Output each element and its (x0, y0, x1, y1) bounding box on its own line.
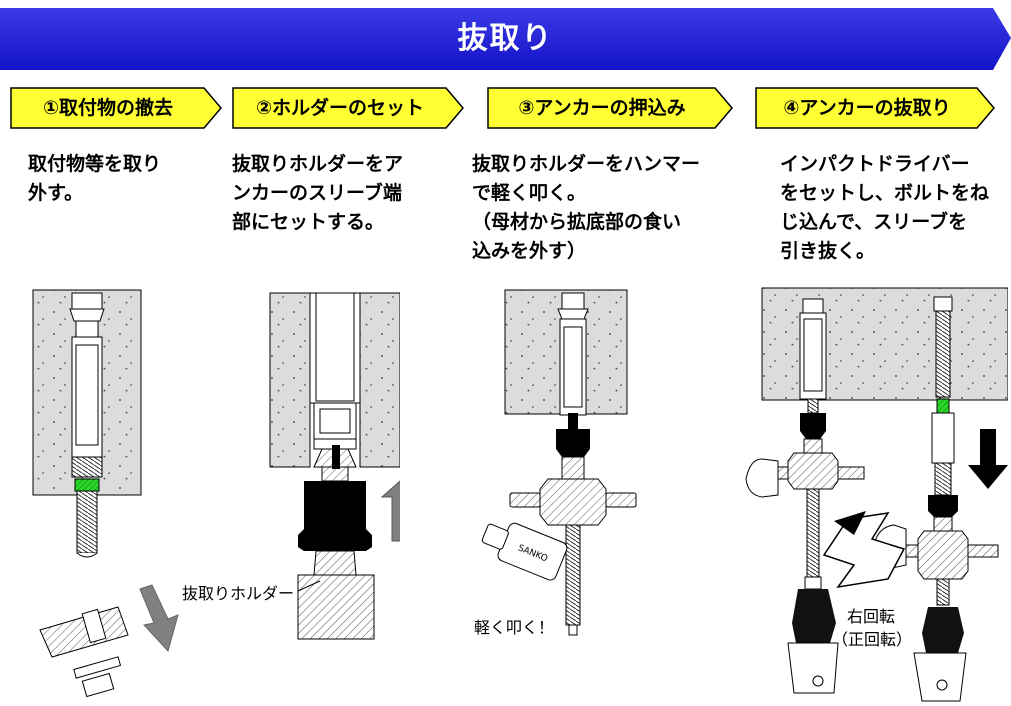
step-tag-2: ②ホルダーのセット (232, 86, 464, 130)
desc-line: 部にセットする。 (232, 211, 385, 233)
leader-line (297, 580, 321, 592)
desc-line: 外す。 (28, 182, 84, 204)
desc-line: インパクトドライバー (780, 153, 970, 175)
step-desc-3: 抜取りホルダーをハンマー で軽く叩く。 （母材から拡底部の食い 込みを外す） (472, 150, 700, 266)
desc-line: で軽く叩く。 (472, 182, 587, 204)
desc-line: じ込んで、スリーブを (780, 211, 968, 233)
down-arrow-icon (139, 584, 179, 652)
illustration-step2 (269, 292, 400, 640)
exposed-bolt (76, 490, 98, 558)
desc-line: 引き抜く。 (780, 240, 876, 262)
up-arrow-icon (380, 480, 400, 542)
title-banner: 抜取り (0, 0, 1011, 80)
illustration-step1 (32, 289, 179, 698)
rotate-label-2: （正回転） (832, 630, 913, 649)
removed-fixture (39, 606, 129, 698)
rotate-label-1: 右回転 (847, 607, 896, 626)
rotate-arrow-icon (822, 511, 906, 589)
anchor-sleeve-left (761, 298, 865, 694)
concrete-block-left (269, 292, 311, 468)
illustration-step4 (745, 287, 1008, 702)
anchor-sleeve (557, 292, 589, 416)
t-handle (509, 456, 637, 636)
desc-line: ンカーのスリーブ端 (232, 182, 402, 204)
step-desc-4: インパクトドライバー をセットし、ボルトをね じ込んで、スリーブを 引き抜く。 (780, 150, 989, 266)
hammer-icon: SANKO (481, 522, 568, 581)
step-label-2: ②ホルダーのセット (255, 97, 425, 119)
desc-line: （母材から拡底部の食い (472, 211, 682, 233)
holder-base (297, 550, 375, 640)
desc-line: 取付物等を取り (28, 153, 162, 175)
desc-line: 抜取りホルダーをア (232, 153, 404, 175)
anchor-sleeve (309, 292, 361, 450)
concrete-block-right (359, 292, 400, 468)
page-title: 抜取り (457, 21, 554, 56)
anchor-sleeve (69, 292, 105, 492)
hand-icon (745, 458, 779, 498)
holder-label: 抜取りホルダー (182, 584, 295, 603)
extraction-holder[interactable] (298, 481, 372, 551)
step-tag-3: ③アンカーの押込み (487, 86, 733, 130)
concrete-block (761, 287, 1008, 401)
desc-line: 込みを外す） (472, 240, 587, 262)
step-label-3: ③アンカーの押込み (518, 97, 686, 119)
step-label-4: ④アンカーの抜取り (783, 97, 951, 119)
down-arrow-icon (968, 429, 1008, 489)
banner-shape (0, 8, 1011, 70)
step-tag-1: ①取付物の撤去 (10, 86, 222, 130)
bolt-shaft (313, 445, 357, 482)
bolt-tip (568, 413, 578, 429)
step-desc-1: 取付物等を取り 外す。 (28, 150, 161, 208)
desc-line: をセットし、ボルトをね (780, 182, 990, 204)
illustration-step3: SANKO (481, 289, 637, 636)
extraction-holder[interactable] (556, 429, 590, 457)
step-desc-2: 抜取りホルダーをア ンカーのスリーブ端 部にセットする。 (232, 150, 403, 237)
desc-line: 抜取りホルダーをハンマー (472, 153, 701, 175)
step-label-1: ①取付物の撤去 (42, 97, 174, 119)
step-tag-4: ④アンカーの抜取り (755, 86, 995, 130)
tap-label: 軽く叩く！ (474, 618, 555, 637)
